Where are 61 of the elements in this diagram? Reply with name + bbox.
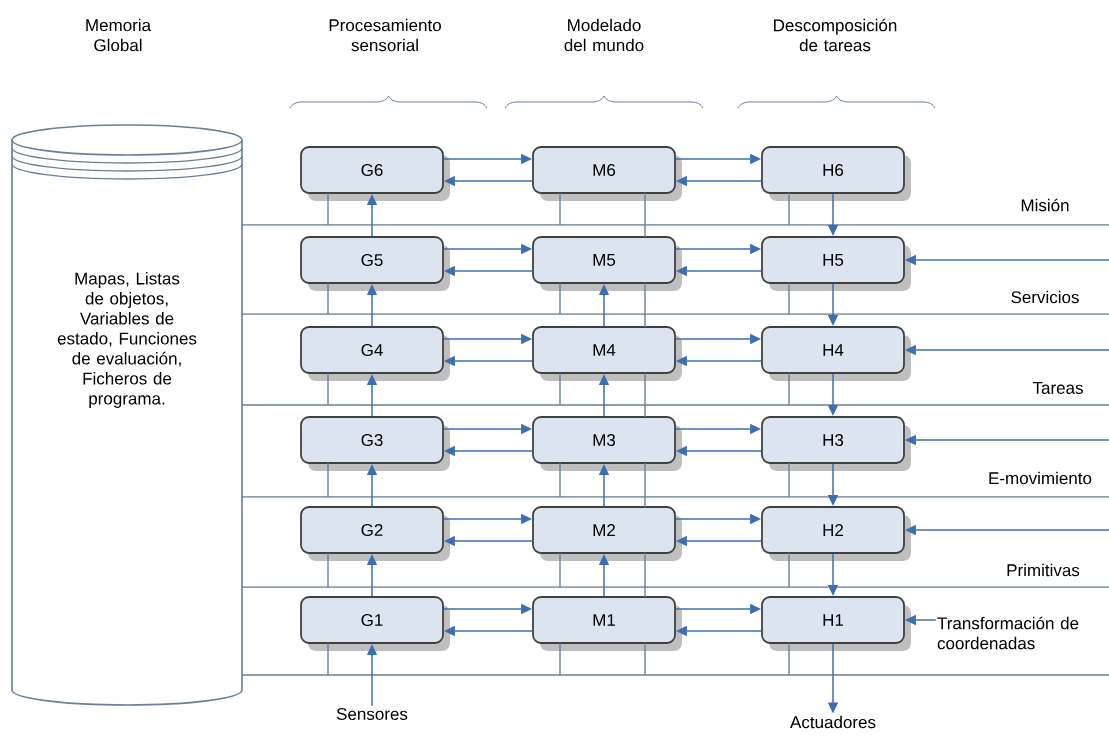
level-label: Transformación de coordenadas [937,616,1079,650]
column-heading: Descomposición de tareas [774,18,897,52]
bus-line [242,224,1109,226]
connector-line [559,282,561,315]
process-box: H4 [761,326,911,381]
connector-line [559,552,561,588]
connector-line [788,282,790,315]
connector-line [788,192,790,226]
connector-line [327,642,329,676]
process-box: M1 [532,596,682,651]
level-label: Tareas [1032,382,1083,394]
bus-line [242,313,1109,315]
process-box: G1 [300,596,450,651]
level-label: Primitivas [1007,563,1080,577]
process-box: M3 [532,416,682,471]
process-box: H2 [761,506,911,561]
connector-line [788,642,790,676]
process-box: M6 [532,146,682,201]
bus-line [242,586,1109,588]
connector-line [644,462,646,508]
level-label: Misión [1021,198,1069,212]
column-heading: Modelado del mundo [564,18,644,52]
io-label: Actuadores [790,715,876,729]
connector-line [644,642,646,676]
bus-line [242,404,1109,406]
process-box: H3 [761,416,911,471]
process-box: G5 [300,236,450,291]
connector-line [559,462,561,498]
process-box: H6 [761,146,911,201]
process-box: M2 [532,506,682,561]
bus-line [242,496,1109,498]
connector-line [327,372,329,406]
storage-cylinder: Mapas, Listas de objetos, Variables de estado, Funciones de evaluación, Ficheros de programa. [11,124,243,706]
process-box: G3 [300,416,450,471]
connector-line [327,192,329,226]
connector-line [788,552,790,588]
connector-line [327,552,329,588]
connector-line [788,372,790,406]
connector-line [644,552,646,598]
connector-line [644,282,646,328]
process-box: G6 [300,146,450,201]
connector-line [559,192,561,226]
bus-line [242,674,1109,676]
connector-line [327,462,329,498]
process-box: G2 [300,506,450,561]
process-box: M4 [532,326,682,381]
io-label: Sensores [336,707,408,720]
process-box: M5 [532,236,682,291]
level-label: E-movimiento [989,471,1092,485]
column-heading: Memoria Global [86,18,152,52]
connector-line [559,372,561,406]
connector-line [644,192,646,238]
process-box: H5 [761,236,911,291]
connector-line [788,462,790,498]
connector-line [644,372,646,418]
process-box: G4 [300,326,450,381]
column-heading: Procesamiento sensorial [329,18,441,52]
level-label: Servicios [1011,290,1079,304]
connector-line [327,282,329,315]
process-box: H1 [761,596,911,651]
connector-line [559,642,561,676]
